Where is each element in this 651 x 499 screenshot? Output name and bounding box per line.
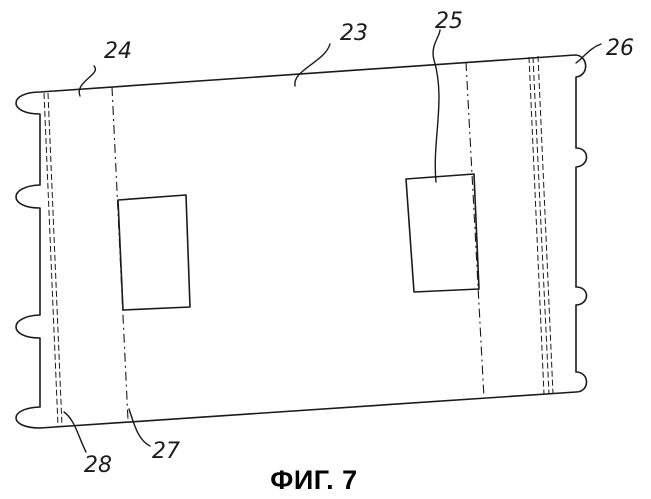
ref-label-28: 28 (84, 453, 112, 478)
right-seam-line-3 (538, 56, 553, 394)
leader-28 (64, 412, 86, 452)
right-window (406, 174, 479, 292)
right-seam-line-1 (529, 57, 544, 394)
ref-label-25: 25 (435, 9, 463, 34)
right-seam-line-2 (533, 57, 549, 394)
ref-label-26: 26 (606, 36, 634, 61)
figure-caption: ФИГ. 7 (270, 465, 357, 495)
leader-26 (576, 44, 601, 63)
left-seam-line-2 (48, 93, 62, 426)
leader-25 (433, 30, 440, 182)
leader-23 (295, 44, 330, 86)
leader-24 (79, 66, 95, 96)
left-seam-line-1 (44, 93, 58, 426)
ref-label-27: 27 (152, 439, 180, 464)
ref-label-23: 23 (340, 21, 368, 46)
ref-label-24: 24 (104, 39, 132, 64)
right-fold-line (466, 62, 484, 398)
leader-27 (129, 409, 150, 446)
left-window (118, 195, 190, 310)
panel-outline (16, 55, 587, 428)
